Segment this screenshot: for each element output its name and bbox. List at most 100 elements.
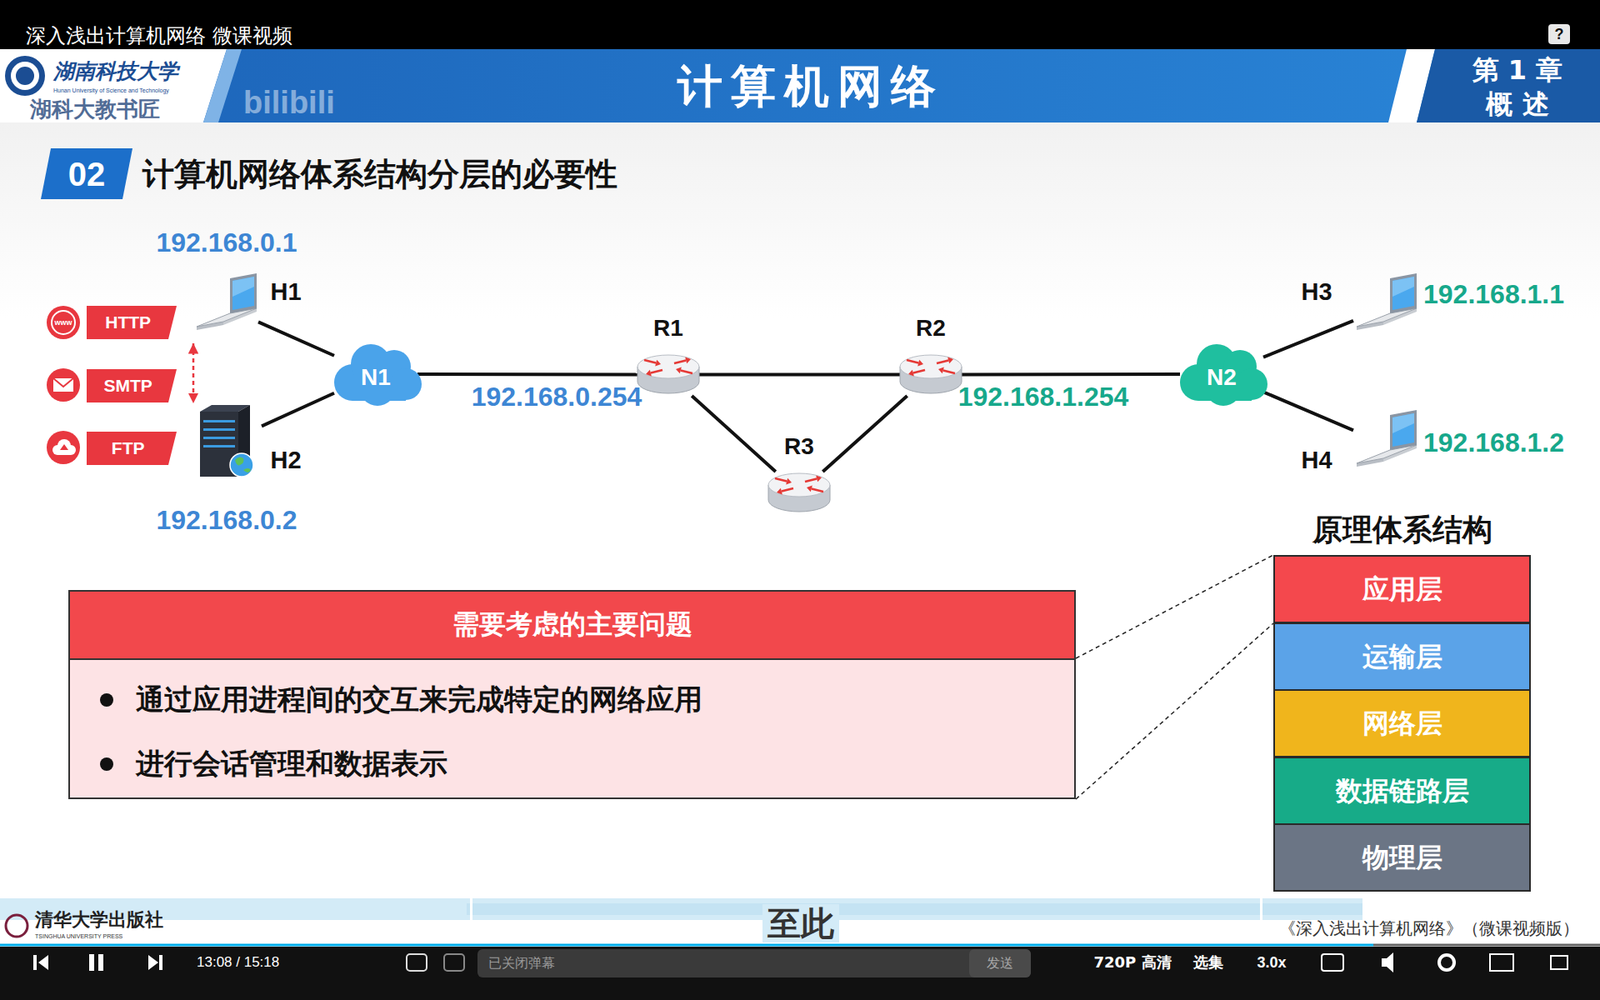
router-outline (898, 351, 964, 398)
host-name: H2 (270, 446, 301, 475)
router-name: R2 (915, 315, 946, 342)
send-button-text: 发送 (986, 955, 1014, 971)
ip-address: 192.168.0.2 (155, 505, 297, 536)
router-outline-part-part (806, 485, 813, 493)
layer-name: 运输层 (1362, 640, 1443, 672)
control-bar-part (89, 954, 95, 971)
progress-bar-part (0, 944, 1374, 947)
chapter-badge-outline-part (1416, 49, 1600, 123)
server-host-outline-part (203, 428, 235, 431)
protocol-tag-outline-part (86, 369, 177, 403)
mail-icon-part (46, 368, 80, 402)
router-outline-part-part (943, 370, 955, 374)
control-bar-part (38, 955, 49, 970)
router-outline-part-part (785, 478, 792, 485)
protocol-tag-outline-part (86, 431, 177, 465)
audio-wave-band-part (470, 898, 473, 920)
control-bar-part (1321, 954, 1344, 971)
router-outline-part-part (938, 367, 945, 375)
www-icon-part (46, 305, 80, 340)
protocol-tag-outline-part (86, 305, 177, 340)
cloud-upload-icon-part (46, 430, 80, 465)
university-logo-part (15, 66, 35, 85)
laptop-host: H4192.168.1.2 (1350, 408, 1422, 480)
control-bar-part (33, 955, 37, 970)
university-logo-text: 湖南科技大学 (53, 60, 179, 85)
university-logo-part (10, 61, 40, 90)
network-name: N2 (1206, 364, 1237, 391)
slide-title: 计算机网络 (677, 60, 945, 113)
progress-bar (0, 945, 1600, 946)
server-host-outline-part (203, 420, 235, 423)
layer-stack: 应用层运输层网络层数据链路层物理层原理体系结构 (1273, 508, 1531, 891)
router-name: R3 (784, 433, 815, 460)
router: R1 (635, 351, 701, 398)
player-top-bar-part (0, 0, 1600, 50)
ip-address: 192.168.1.254 (958, 381, 1130, 413)
bullet-dot (100, 693, 114, 707)
control-bar-part (477, 949, 1031, 978)
panel-item: 通过应用进程间的交互来完成特定的网络应用 (135, 683, 703, 716)
protocol-tag: HTTP (86, 305, 177, 340)
network-link (258, 321, 335, 355)
control-bar-part (444, 954, 465, 971)
control-bar-part (159, 955, 163, 970)
control-bar-part (1381, 952, 1394, 973)
www-icon-part (51, 310, 75, 335)
audio-wave-band-part (0, 898, 1363, 920)
laptop-host-outline-part (1392, 276, 1415, 310)
router-outline-part-part (674, 360, 686, 364)
protocol-name: FTP (111, 438, 145, 459)
router: R2 (898, 351, 964, 398)
control-bar-part (406, 954, 427, 971)
chapter-title: 概 述 (1485, 89, 1549, 120)
network-link (1263, 320, 1354, 358)
interaction-arrow (192, 343, 195, 404)
server-host-outline-part (203, 436, 235, 440)
network-cloud: N1 (327, 340, 425, 408)
laptop-host-outline-part (1356, 445, 1417, 464)
header-band-part (0, 49, 227, 123)
audio-wave-band-part (466, 903, 1363, 915)
progress-bar-part (1373, 944, 1600, 947)
issue-panel: 需要考虑的主要问题通过应用进程间的交互来完成特定的网络应用进行会话管理和数据表示 (68, 590, 1076, 800)
network-cloud-outline-part (334, 344, 422, 406)
subtitle: 至此 (762, 904, 840, 943)
header-band-part (0, 49, 1600, 123)
network-link (417, 372, 638, 376)
control-bar-part (1439, 955, 1455, 970)
audio-wave-band (0, 898, 1363, 920)
control-bar-part (98, 954, 104, 971)
book-title: 《深入浅出计算机网络》（微课视频版） (1279, 919, 1580, 939)
protocol-name: SMTP (104, 375, 153, 396)
network-link (961, 372, 1180, 376)
audio-wave-band-part (1260, 898, 1263, 920)
router-outline-part-part (936, 360, 949, 364)
layer-band: 数据链路层 (1273, 756, 1531, 825)
university-logo (5, 55, 45, 96)
ip-address: 192.168.1.1 (1423, 279, 1565, 310)
section-badge: 02 (40, 148, 133, 200)
laptop-host-outline-part (1392, 413, 1415, 447)
router-outline-part-part (650, 370, 663, 374)
network-link (822, 395, 907, 472)
laptop-host-outline-part (1390, 410, 1417, 450)
watermark: 湖科大教书匠 (30, 97, 160, 123)
router-outline-part-part (685, 357, 691, 365)
control-bar-part (1490, 954, 1514, 971)
network-link (691, 395, 776, 472)
router-outline (635, 351, 701, 398)
cloud-upload-icon-part (60, 444, 69, 450)
header-band (0, 49, 1600, 123)
issue-panel-outline-part (69, 590, 1075, 660)
router-outline-part-part (680, 370, 693, 374)
server-host-outline-part (235, 456, 251, 473)
www-icon (46, 305, 80, 340)
help-icon: ? (1555, 25, 1565, 44)
server-host-outline (190, 403, 265, 480)
router-outline-part (775, 475, 824, 495)
ip-address: 192.168.0.1 (155, 227, 297, 259)
laptop-host-outline (1350, 271, 1422, 344)
protocol-name: HTTP (105, 312, 151, 333)
